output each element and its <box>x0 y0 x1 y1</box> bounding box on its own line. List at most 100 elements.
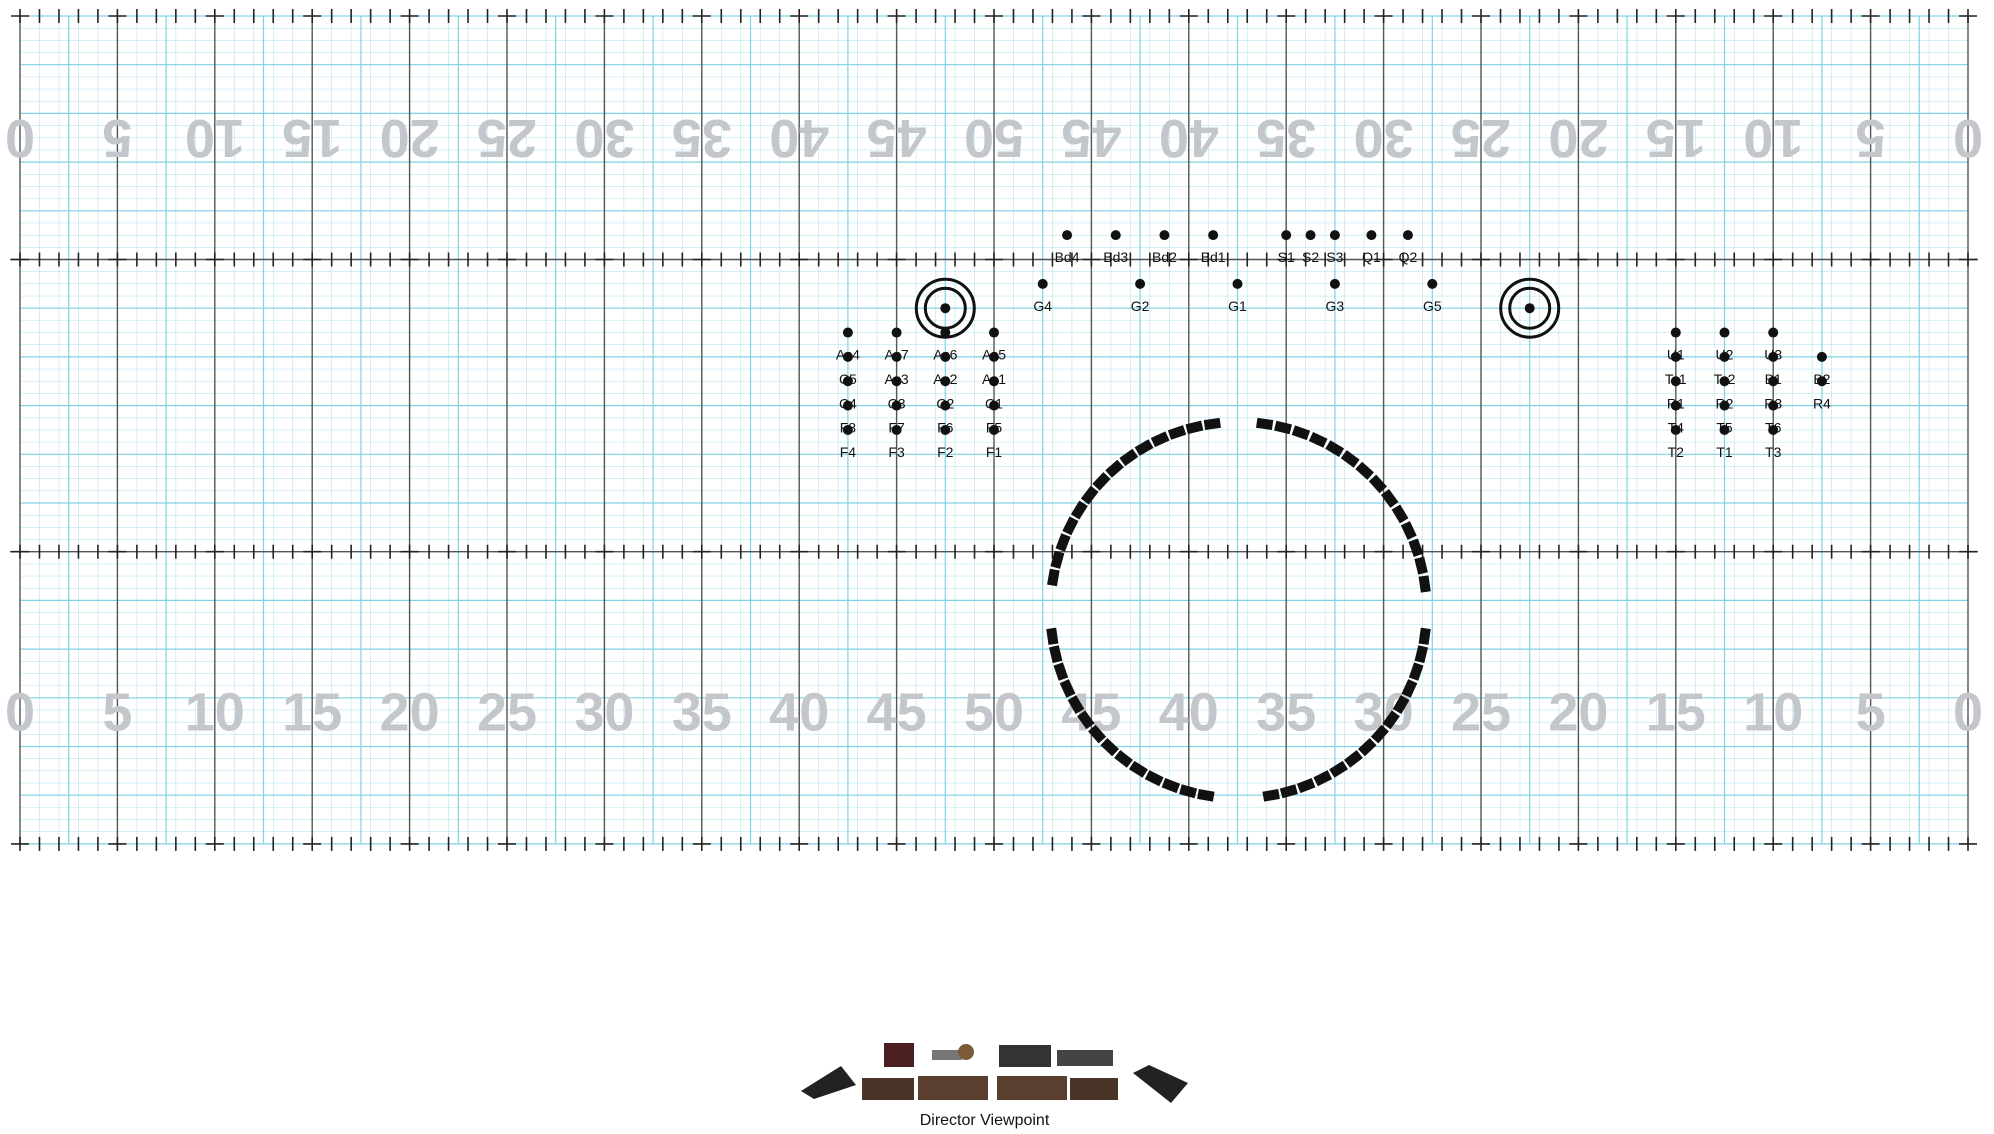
marchers: Bd4Bd3Bd2Bd1S1S2S3Q1Q2G4G2G1G3G5As4As7As… <box>836 230 1831 460</box>
arc-block <box>1341 450 1360 468</box>
marcher-dot <box>1671 425 1681 435</box>
marcher-label: G4 <box>1033 298 1052 314</box>
marcher-dot <box>1671 401 1681 411</box>
yard-number: 35 <box>1256 108 1316 168</box>
yard-number: 5 <box>1856 108 1886 168</box>
stage-wedge-right <box>1133 1065 1188 1103</box>
prop-small-bench <box>932 1050 962 1060</box>
arc-block <box>1280 784 1298 798</box>
marcher-dot <box>892 352 902 362</box>
arc-block <box>1151 431 1170 447</box>
marcher-label: G1 <box>1228 298 1247 314</box>
marcher-dot <box>1671 328 1681 338</box>
arc-block <box>1056 533 1071 552</box>
yard-number: 25 <box>477 682 537 742</box>
marcher-label: Bd1 <box>1201 249 1226 265</box>
marcher-dot <box>1062 230 1072 240</box>
marcher-label: Bd4 <box>1055 249 1080 265</box>
yard-number: 20 <box>380 108 440 168</box>
arc-block <box>1081 486 1099 505</box>
yard-number: 15 <box>282 108 342 168</box>
arc-block <box>1262 789 1279 802</box>
marcher-dot <box>1330 279 1340 289</box>
yard-number: 0 <box>1953 108 1983 168</box>
arc-block <box>1355 462 1374 480</box>
yard-number: 40 <box>1159 682 1219 742</box>
arc-block <box>1344 750 1363 768</box>
marcher-dot <box>1281 230 1291 240</box>
marcher-dot <box>1768 328 1778 338</box>
marcher-label: F2 <box>937 444 954 460</box>
yard-number: 5 <box>102 682 132 742</box>
arc-block <box>1047 569 1060 586</box>
yard-number: 30 <box>574 108 634 168</box>
yard-number: 0 <box>5 682 35 742</box>
marcher-dot <box>1768 425 1778 435</box>
arc-block <box>1105 460 1124 478</box>
arc-block <box>1135 439 1154 456</box>
yard-number: 20 <box>380 682 440 742</box>
yard-number: 15 <box>1646 108 1706 168</box>
yard-number: 0 <box>5 108 35 168</box>
arc-segment <box>1047 418 1221 586</box>
arc-block <box>1256 418 1273 430</box>
marcher-label: T3 <box>1765 444 1782 460</box>
arc-block <box>1313 770 1332 786</box>
arc-block <box>1197 789 1214 802</box>
yard-number: 40 <box>769 108 829 168</box>
yard-number: 10 <box>1743 108 1803 168</box>
yard-number: 35 <box>1256 682 1316 742</box>
arc-block <box>1414 557 1428 575</box>
marcher-dot <box>989 376 999 386</box>
marcher-dot <box>892 425 902 435</box>
marcher-dot <box>1330 230 1340 240</box>
marcher-dot <box>989 425 999 435</box>
arc-block <box>1168 425 1186 440</box>
marcher-label: F4 <box>840 444 857 460</box>
marcher-dot <box>1720 352 1730 362</box>
marcher-dot <box>1159 230 1169 240</box>
yard-number: 40 <box>769 682 829 742</box>
yard-number: 25 <box>477 108 537 168</box>
target-marker <box>1501 279 1559 337</box>
yard-number: 30 <box>1354 108 1414 168</box>
yard-number: 25 <box>1451 108 1511 168</box>
yard-number: 0 <box>1953 682 1983 742</box>
arc-formation <box>1046 418 1430 802</box>
director-stage-props <box>801 1043 1188 1103</box>
marcher-dot <box>1671 376 1681 386</box>
marcher-label: Bd2 <box>1152 249 1177 265</box>
yard-number: 5 <box>1856 682 1886 742</box>
prop-dark-red-block <box>884 1043 914 1067</box>
arc-block <box>1274 421 1292 435</box>
marcher-dot <box>1671 352 1681 362</box>
arc-block <box>1119 449 1138 466</box>
marcher-label: R4 <box>1813 395 1831 411</box>
yard-number: 10 <box>185 682 245 742</box>
marcher-label: G3 <box>1326 298 1345 314</box>
prop-gong <box>958 1044 974 1060</box>
marcher-dot <box>940 352 950 362</box>
marcher-dot <box>843 401 853 411</box>
marcher-dot <box>1817 376 1827 386</box>
marcher-dot <box>989 352 999 362</box>
marcher-dot <box>843 376 853 386</box>
arc-block <box>1309 432 1328 448</box>
arc-block <box>1092 472 1110 491</box>
yard-number: 50 <box>964 108 1024 168</box>
marcher-dot <box>1720 328 1730 338</box>
arc-block <box>1053 662 1068 680</box>
arc-block <box>1329 761 1348 778</box>
arc-segment <box>1256 418 1431 593</box>
yard-number: 50 <box>964 682 1024 742</box>
arc-block <box>1129 761 1148 778</box>
marcher-label: T1 <box>1716 444 1733 460</box>
marcher-dot <box>940 401 950 411</box>
prop-brown-platform-1 <box>862 1078 914 1100</box>
yard-number: 15 <box>282 682 342 742</box>
marcher-dot <box>1720 376 1730 386</box>
arc-block <box>1419 575 1431 592</box>
marcher-dot <box>940 328 950 338</box>
